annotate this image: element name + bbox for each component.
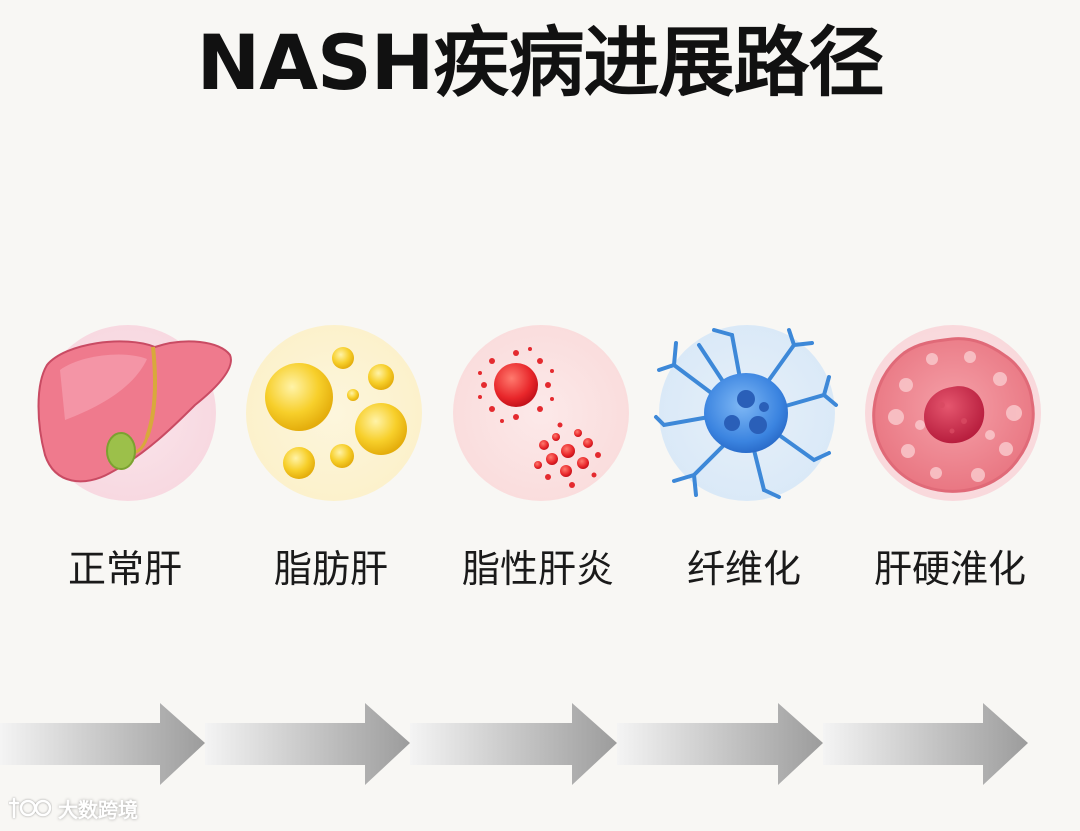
arrow-1: [0, 703, 205, 785]
watermark-text: 大数跨境: [58, 794, 138, 823]
arrow-4: [617, 703, 823, 785]
stage-label: 脂性肝炎: [418, 545, 658, 593]
fibrosis-cell-icon: [654, 325, 840, 505]
inflammation-cells-icon: [448, 325, 634, 505]
arrow-2: [205, 703, 410, 785]
progression-arrows: [0, 695, 1080, 795]
arrow-3: [410, 703, 617, 785]
logo-icon: [8, 795, 52, 821]
stage-label: 正常肝: [5, 545, 245, 593]
stage-label: 脂肪肝: [211, 545, 451, 593]
stage-label: 纤维化: [624, 545, 864, 593]
fat-droplets-icon: [241, 325, 427, 505]
watermark: 大数跨境: [8, 792, 138, 824]
liver-icon: [35, 325, 235, 505]
page-title: NASH疾病进展路径: [0, 18, 1080, 108]
cirrhosis-cell-icon: [860, 325, 1046, 505]
arrow-5: [823, 703, 1028, 785]
stage-label: 肝硬淮化: [830, 545, 1070, 593]
